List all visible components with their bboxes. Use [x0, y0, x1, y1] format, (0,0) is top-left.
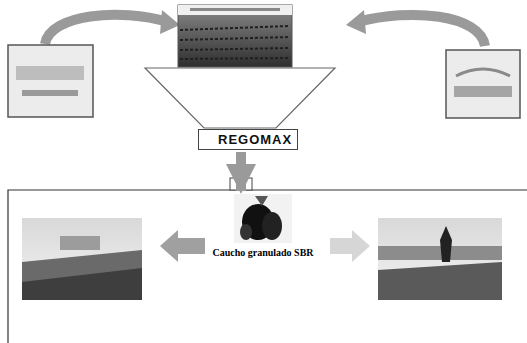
curved-arrow: [358, 15, 485, 46]
panel-border: [8, 190, 527, 343]
logo: [446, 50, 520, 118]
arrow-head: [160, 10, 180, 34]
sports-field-photo: [378, 218, 502, 300]
funnel: [145, 68, 335, 128]
crumb-rubber-photo: [234, 194, 292, 243]
block-arrow: [236, 152, 246, 191]
sports-field-photo: [22, 218, 142, 300]
tyre-field-photo: [178, 5, 292, 67]
product-box: Caucho granulado SBR: [198, 192, 328, 258]
node-label: REGOMAX: [218, 132, 292, 147]
arrow-head: [346, 10, 366, 34]
node-label: Caucho granulado SBR: [210, 247, 315, 258]
block-arrow: [160, 230, 205, 262]
hopper: [230, 178, 252, 190]
logo: [8, 45, 93, 117]
brand-box: REGOMAX: [198, 129, 298, 150]
curved-arrow: [45, 15, 168, 44]
block-arrow: [330, 230, 370, 262]
